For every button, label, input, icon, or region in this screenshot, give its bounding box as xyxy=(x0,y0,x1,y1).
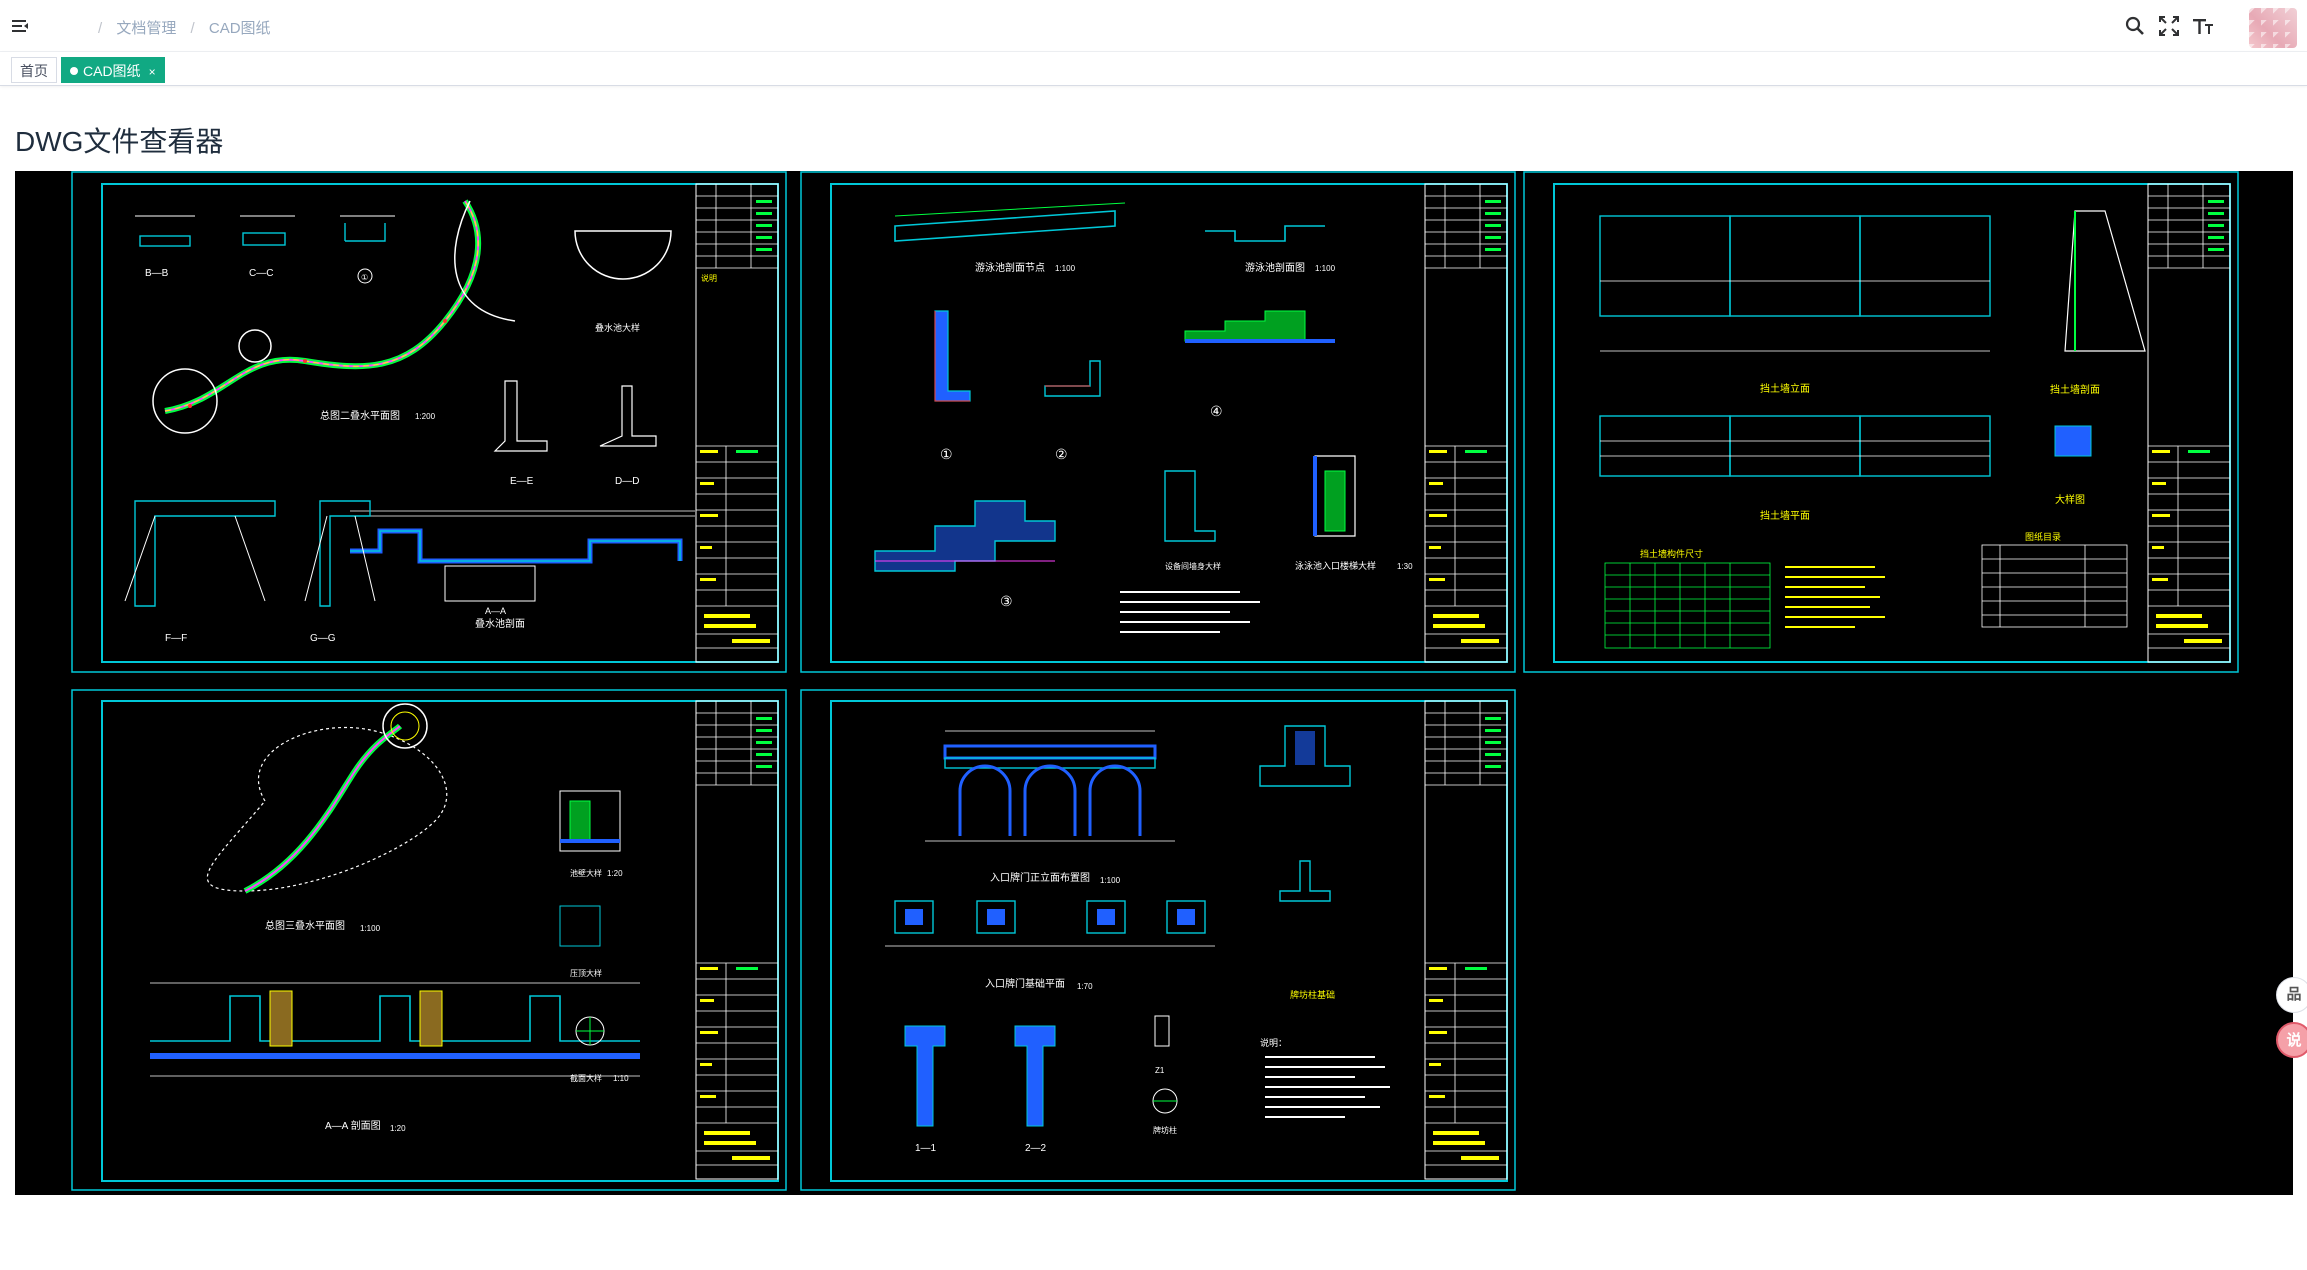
page-title: DWG文件查看器 xyxy=(15,126,224,157)
cad-label-z1: Z1 xyxy=(1155,1066,1165,1075)
cad-label-2-2: 2—2 xyxy=(1025,1143,1047,1154)
cad-label-node-4: ④ xyxy=(1210,403,1223,419)
cad-label-detail-4a: 池壁大样 xyxy=(570,868,602,878)
cad-label-list-3: 图纸目录 xyxy=(2025,531,2061,542)
cad-label-scale-2c: 1:30 xyxy=(1397,562,1413,571)
cad-label-column-5: 牌坊柱 xyxy=(1153,1125,1177,1135)
cad-label-1-1: 1—1 xyxy=(915,1143,937,1154)
cad-label-title-2a: 游泳池剖面节点 xyxy=(975,261,1045,274)
cad-label-title-2c: 泳泳池入口楼梯大样 xyxy=(1295,560,1376,571)
cad-label-node-1: ① xyxy=(940,446,953,462)
cad-label-c-c: C—C xyxy=(249,268,273,279)
floating-help-button[interactable]: 说 xyxy=(2276,1022,2307,1058)
navbar: / 文档管理 / CAD图纸 xyxy=(0,0,2307,52)
menu-fold-icon[interactable] xyxy=(10,15,34,37)
cad-label-section-3: 挡土墙剖面 xyxy=(2050,383,2100,396)
cad-label-circle-1: ① xyxy=(361,273,368,282)
cad-label-scale-5b: 1:70 xyxy=(1077,982,1093,991)
cad-sheet-4: 总图三叠水平面图 1:100 A—A 剖面图 1:20 池壁大样 1:20 压顶… xyxy=(71,689,787,1191)
cad-label-e-e: E—E xyxy=(510,476,534,487)
breadcrumb-separator: / xyxy=(98,20,103,37)
cad-label-a-a: A—A xyxy=(485,606,506,616)
cad-sheet-5: 入口牌门正立面布置图 1:100 入口牌门基础平面 1:70 牌坊柱基础 1—1… xyxy=(800,689,1516,1191)
cad-label-note-1: 说明 xyxy=(701,273,717,283)
cad-label-title-5: 牌坊柱基础 xyxy=(1290,989,1335,1000)
cad-label-section-4: A—A 剖面图 xyxy=(325,1119,381,1132)
cad-label-scale-2b: 1:100 xyxy=(1315,264,1336,273)
cad-label-plan-1: 总图二叠水平面图 xyxy=(320,409,400,422)
cad-label-caption-1: 叠水池剖面 xyxy=(475,617,525,630)
breadcrumb-separator: / xyxy=(190,20,195,37)
fullscreen-icon[interactable] xyxy=(2157,14,2181,38)
cad-label-notes-5: 说明： xyxy=(1260,1037,1287,1048)
cad-label-scale-5: 1:100 xyxy=(1100,876,1121,885)
active-dot-icon xyxy=(70,67,78,75)
cad-label-scale-4: 1:100 xyxy=(360,924,381,933)
font-size-icon[interactable] xyxy=(2191,14,2215,38)
cad-sheet-2: 游泳池剖面节点 1:100 游泳池剖面图 1:100 ① ② ④ ③ 设备间墙身… xyxy=(800,171,1516,673)
cad-label-detail-4b: 压顶大样 xyxy=(570,968,602,978)
cad-label-scale-4b: 1:20 xyxy=(390,1124,406,1133)
breadcrumb-item-cad: CAD图纸 xyxy=(208,20,271,37)
cad-sheet-1: B—B C—C 总图二叠水平面图 1:200 叠水池大样 E—E D—D 叠水池… xyxy=(71,171,787,673)
search-icon[interactable] xyxy=(2123,14,2147,38)
right-menu xyxy=(2107,0,2307,52)
cad-label-f-f: F—F xyxy=(165,633,187,644)
tag-home[interactable]: 首页 xyxy=(11,57,57,83)
floating-tool-button[interactable]: 品 xyxy=(2276,977,2307,1013)
cad-label-title-2b: 游泳池剖面图 xyxy=(1245,261,1305,274)
cad-label-d-d: D—D xyxy=(615,476,639,487)
cad-label-elev-3a: 挡土墙立面 xyxy=(1760,382,1810,395)
cad-label-g-g: G—G xyxy=(310,633,336,644)
cad-label-small-3: 大样图 xyxy=(2055,493,2085,506)
tag-cad-label: CAD图纸 xyxy=(83,63,141,79)
cad-label-plan-4: 总图三叠水平面图 xyxy=(265,919,345,932)
cad-label-detail-4c: 截面大样 xyxy=(570,1073,602,1083)
tags-view: 首页 CAD图纸 × xyxy=(0,52,2307,86)
avatar[interactable] xyxy=(2249,8,2297,48)
tag-cad[interactable]: CAD图纸 × xyxy=(61,57,165,83)
cad-label-scale-4d: 1:10 xyxy=(613,1074,629,1083)
cad-label-b-b: B—B xyxy=(145,268,169,279)
cad-label-detail-2: 设备间墙身大样 xyxy=(1165,561,1221,571)
cad-label-node-2: ② xyxy=(1055,446,1068,462)
cad-label-elev-3b: 挡土墙平面 xyxy=(1760,509,1810,522)
breadcrumb: / 文档管理 / CAD图纸 xyxy=(88,17,271,38)
cad-label-scale-4c: 1:20 xyxy=(607,869,623,878)
cad-label-elev-5: 入口牌门正立面布置图 xyxy=(990,871,1090,884)
cad-label-scale-2a: 1:100 xyxy=(1055,264,1076,273)
cad-label-table-3: 挡土墙构件尺寸 xyxy=(1640,548,1703,559)
cad-label-plan-5: 入口牌门基础平面 xyxy=(985,977,1065,990)
close-icon[interactable]: × xyxy=(148,65,156,79)
dwg-viewer[interactable]: B—B C—C 总图二叠水平面图 1:200 叠水池大样 E—E D—D 叠水池… xyxy=(15,171,2293,1195)
cad-label-node-3: ③ xyxy=(1000,593,1013,609)
breadcrumb-item-docs[interactable]: 文档管理 xyxy=(116,20,177,37)
cad-label-detail-1: 叠水池大样 xyxy=(595,322,640,333)
tag-home-label: 首页 xyxy=(20,63,48,79)
cad-label-scale-1: 1:200 xyxy=(415,412,436,421)
cad-sheet-3: 挡土墙立面 挡土墙平面 挡土墙剖面 大样图 挡土墙构件尺寸 图纸目录 xyxy=(1523,171,2239,673)
